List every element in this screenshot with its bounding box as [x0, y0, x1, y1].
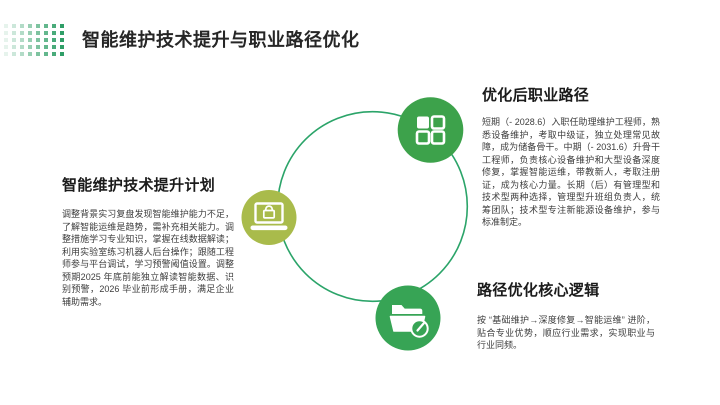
- dot: [20, 31, 24, 35]
- dot: [12, 31, 16, 35]
- dot: [4, 31, 8, 35]
- dot: [60, 52, 64, 56]
- dot: [28, 38, 32, 42]
- app-grid-badge-circle: [397, 97, 464, 163]
- dot: [52, 38, 56, 42]
- folder-clock-badge: [375, 285, 441, 351]
- dot: [44, 31, 48, 35]
- dot: [28, 24, 32, 28]
- tech-plan-heading: 智能维护技术提升计划: [62, 177, 216, 194]
- career-path-body: 短期（- 2028.6）入职任助理维护工程师，熟悉设备维护，考取中级证，独立处理…: [482, 117, 660, 227]
- dot: [36, 38, 40, 42]
- dot: [36, 31, 40, 35]
- dot: [28, 45, 32, 49]
- app-grid-icon: [415, 115, 446, 145]
- dot: [52, 31, 56, 35]
- laptop-lock-badge: [241, 190, 297, 245]
- career-path-block: 优化后职业路径 短期（- 2028.6）入职任助理维护工程师，熟悉设备维护，考取…: [482, 84, 660, 229]
- dot: [60, 38, 64, 42]
- dot: [60, 31, 64, 35]
- dot: [44, 45, 48, 49]
- dot: [60, 45, 64, 49]
- dot: [44, 24, 48, 28]
- dot: [20, 52, 24, 56]
- dot: [20, 24, 24, 28]
- dot: [36, 45, 40, 49]
- dot: [4, 52, 8, 56]
- dot: [36, 52, 40, 56]
- folder-clock-icon: [389, 305, 429, 338]
- career-path-heading: 优化后职业路径: [482, 87, 590, 104]
- dot: [60, 24, 64, 28]
- dot: [12, 38, 16, 42]
- dot: [28, 31, 32, 35]
- core-logic-block: 路径优化核心逻辑 按 “基础维护→深度修复→智能运维” 进阶，贴合专业优势，顺应…: [477, 279, 655, 352]
- dot: [44, 38, 48, 42]
- cycle-diagram: [241, 97, 469, 351]
- dot: [28, 52, 32, 56]
- dot: [20, 45, 24, 49]
- core-logic-body: 按 “基础维护→深度修复→智能运维” 进阶，贴合专业优势，顺应行业需求，实现职业…: [477, 315, 655, 350]
- dot: [4, 38, 8, 42]
- dot: [52, 45, 56, 49]
- tech-plan-block: 智能维护技术提升计划 调整背景实习复盘发现智能维护能力不足，了解智能运维是趋势，…: [62, 174, 234, 308]
- dot: [12, 52, 16, 56]
- dot: [52, 52, 56, 56]
- app-grid-badge: [397, 97, 464, 163]
- slide-title: 智能维护技术提升与职业路径优化: [82, 30, 360, 50]
- dot: [4, 24, 8, 28]
- dot-grid-decoration: [4, 24, 70, 62]
- dot: [44, 52, 48, 56]
- dot: [12, 45, 16, 49]
- dot: [12, 24, 16, 28]
- core-logic-heading: 路径优化核心逻辑: [477, 282, 600, 299]
- dot: [4, 45, 8, 49]
- laptop-lock-icon: [250, 202, 288, 231]
- dot: [52, 24, 56, 28]
- dot: [20, 38, 24, 42]
- dot: [36, 24, 40, 28]
- tech-plan-body: 调整背景实习复盘发现智能维护能力不足，了解智能运维是趋势，需补充相关能力。调整措…: [62, 209, 234, 307]
